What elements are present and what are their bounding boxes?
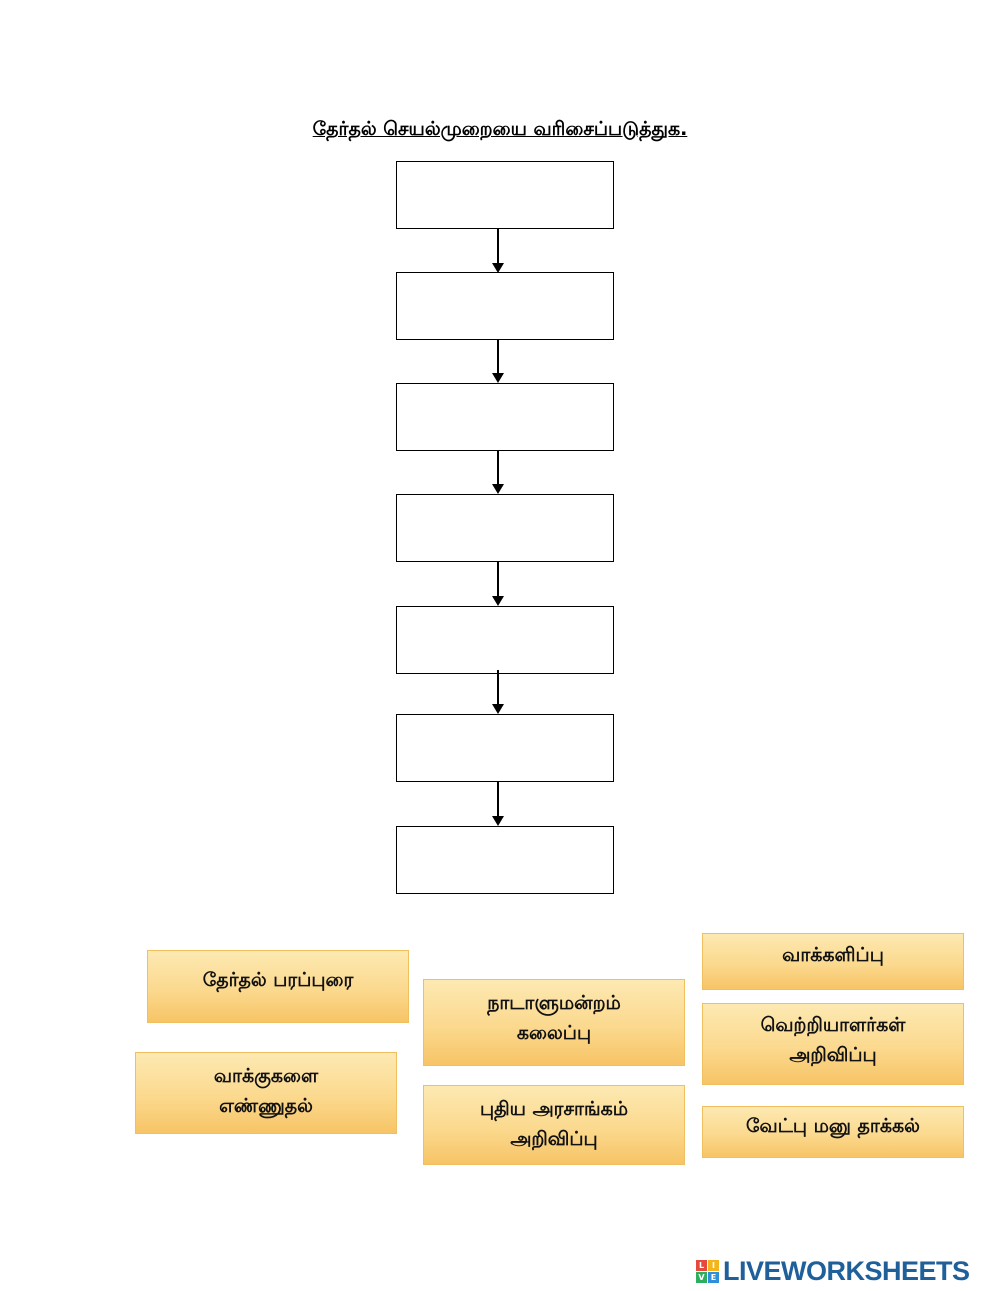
logo-letter: E — [708, 1271, 719, 1283]
drop-slot-1[interactable] — [396, 161, 614, 229]
drop-slot-7[interactable] — [396, 826, 614, 894]
arrow-down-icon — [492, 782, 504, 826]
answer-card-vaakkalippu[interactable]: வாக்களிப்பு — [702, 933, 964, 990]
logo-letter: V — [696, 1271, 707, 1283]
drop-slot-4[interactable] — [396, 494, 614, 562]
drop-slot-6[interactable] — [396, 714, 614, 782]
liveworksheets-wordmark: LIVEWORKSHEETS — [723, 1255, 970, 1286]
answer-card-pudhiya-arasaangam-arivippu[interactable]: புதிய அரசாங்கம் அறிவிப்பு — [423, 1085, 685, 1165]
arrow-down-icon — [492, 229, 504, 273]
drop-slot-2[interactable] — [396, 272, 614, 340]
logo-letter: L — [696, 1259, 707, 1271]
answer-card-vetriyaalargal-arivippu[interactable]: வெற்றியாளர்கள் அறிவிப்பு — [702, 1003, 964, 1085]
arrow-down-icon — [492, 340, 504, 383]
answer-card-therthal-parappurai[interactable]: தேர்தல் பரப்புரை — [147, 950, 409, 1023]
liveworksheets-logo-icon: L I V E — [696, 1259, 719, 1283]
answer-card-naadalumandram-kalaippu[interactable]: நாடாளுமன்றம் கலைப்பு — [423, 979, 685, 1066]
arrow-down-icon — [492, 451, 504, 494]
answer-card-vetpu-manu-thaakkal[interactable]: வேட்பு மனு தாக்கல் — [702, 1106, 964, 1158]
arrow-down-icon — [492, 562, 504, 606]
drop-slot-5[interactable] — [396, 606, 614, 674]
drop-slot-3[interactable] — [396, 383, 614, 451]
logo-letter: I — [708, 1259, 719, 1271]
worksheet-title: தேர்தல் செயல்முறையை வரிசைப்படுத்துக. — [312, 118, 688, 140]
liveworksheets-logo: L I V E LIVEWORKSHEETS — [696, 1254, 970, 1288]
arrow-down-icon — [492, 670, 504, 714]
answer-card-vaakkugalai-ennudhal[interactable]: வாக்குகளை எண்ணுதல் — [135, 1052, 397, 1134]
